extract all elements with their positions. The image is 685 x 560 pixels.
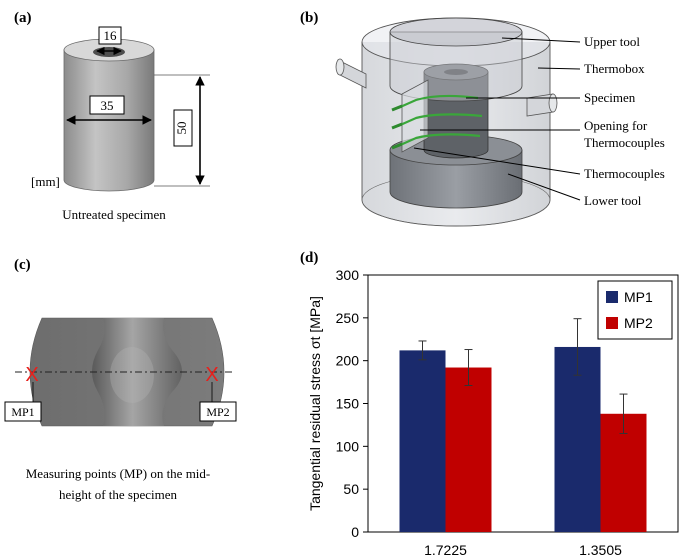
legend-box (597, 280, 673, 340)
panel-a: (a) 16 35 50 [mm] Untreated specimen (14, 10, 210, 222)
dim-outer-box (89, 95, 125, 115)
mp2-marker: X (205, 364, 218, 386)
caption-c-line1: Measuring points (MP) on the mid- (26, 466, 211, 481)
specimen-bore (444, 69, 468, 75)
dim-inner-box (98, 26, 122, 45)
mp2-box (199, 401, 237, 422)
panel-b: (b) (300, 10, 665, 227)
x-tick-label: 1.3505 (579, 542, 622, 558)
pipe-right (526, 93, 558, 117)
callout-opening-line2: Thermocouples (584, 135, 665, 150)
y-tick-label: 150 (336, 396, 360, 412)
y-tick-label: 100 (336, 438, 360, 454)
y-tick-label: 300 (336, 267, 360, 283)
mp1-marker: X (25, 364, 38, 386)
callout-lower-tool: Lower tool (584, 193, 642, 208)
callout-specimen: Specimen (584, 90, 636, 105)
unit-label: [mm] (31, 174, 60, 189)
callout-opening-line1: Opening for (584, 118, 648, 133)
panel-a-label: (a) (14, 10, 32, 26)
callout-thermocouples: Thermocouples (584, 166, 665, 181)
legend-label-mp1: MP1 (624, 289, 653, 305)
leader-lines (413, 37, 581, 201)
mp1-box (4, 401, 42, 422)
y-tick-label: 50 (343, 481, 359, 497)
dim-height-box (173, 109, 193, 147)
mp2-label: MP2 (206, 405, 229, 419)
y-tick-label: 0 (351, 524, 359, 540)
y-tick-label: 200 (336, 353, 360, 369)
mp1-label: MP1 (11, 405, 34, 419)
legend-swatch-mp2 (606, 317, 618, 329)
bar-mp1-0 (399, 350, 446, 532)
caption-c-line2: height of the specimen (59, 487, 178, 502)
thermocouples (391, 94, 483, 150)
panel-c: (c) X X MP1 MP2 Measuring points (MP) on… (4, 257, 237, 502)
x-tick-label: 1.7225 (424, 542, 467, 558)
bore-highlight (110, 347, 154, 403)
panel-c-label: (c) (14, 257, 31, 273)
panel-d-label: (d) (300, 250, 318, 266)
y-tick-label: 250 (336, 310, 360, 326)
panel-b-label: (b) (300, 10, 318, 26)
caption-a: Untreated specimen (62, 207, 166, 222)
callout-thermobox: Thermobox (584, 61, 645, 76)
callout-upper-tool: Upper tool (584, 34, 640, 49)
lower-tool (389, 149, 523, 209)
pipe-left (335, 58, 367, 89)
y-axis-label: Tangential residual stress σt [MPa] (307, 296, 323, 511)
legend-swatch-mp1 (606, 291, 618, 303)
callout-labels: Upper tool Thermobox Specimen Opening fo… (584, 34, 665, 208)
legend-label-mp2: MP2 (624, 315, 653, 331)
dim-height-value: 50 (174, 122, 189, 135)
upper-tool-top (389, 17, 523, 47)
dim-inner-value: 16 (104, 28, 118, 43)
dim-outer-value: 35 (101, 98, 114, 113)
cylinder-bore (93, 47, 125, 57)
bar-mp1-1 (554, 346, 601, 532)
bar-mp2-0 (445, 367, 492, 532)
